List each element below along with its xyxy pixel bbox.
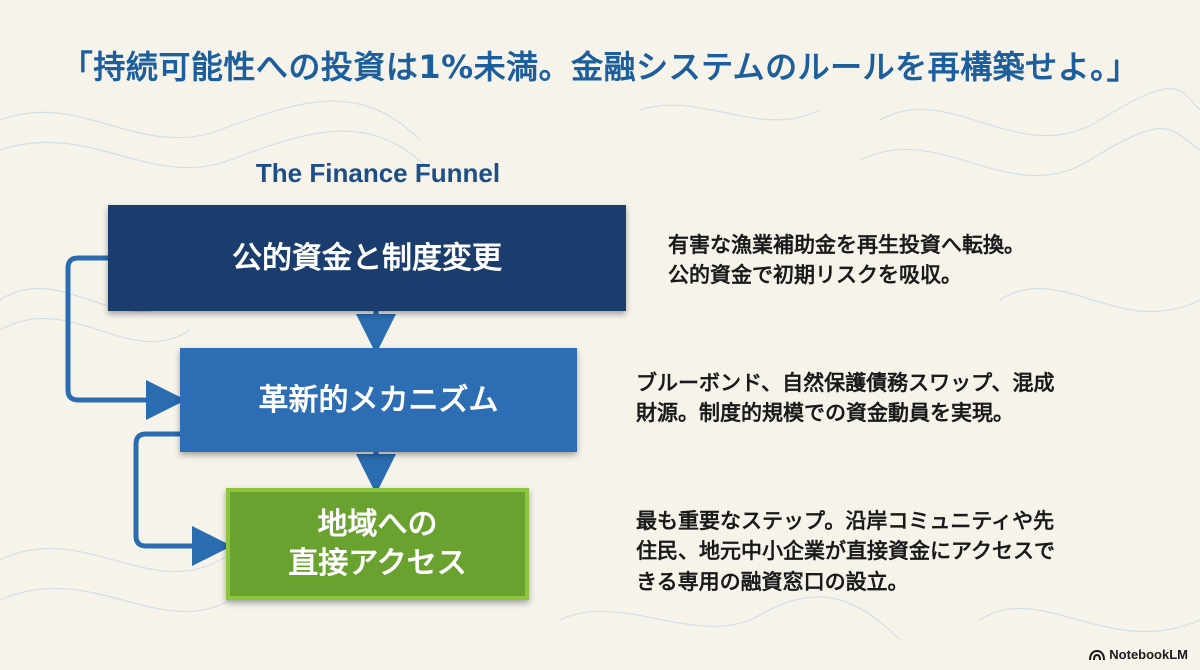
stage-direct-local-access-label-line2: 直接アクセス <box>288 546 467 581</box>
stage-direct-local-access-label-line1: 地域への <box>317 507 438 542</box>
funnel-title: The Finance Funnel <box>255 158 501 188</box>
notebooklm-logo-icon <box>1089 649 1106 660</box>
stage-public-funding-label: 公的資金と制度変更 <box>232 240 502 276</box>
stage-direct-local-access-description: 最も重要なステップ。沿岸コミュニティや先 住民、地元中小企業が直接資金にアクセス… <box>636 509 1055 594</box>
stage-public-funding: 公的資金と制度変更 <box>108 205 626 311</box>
stage-innovative-mechanisms-label: 革新的メカニズム <box>258 382 499 418</box>
brand-name: NotebookLM <box>1109 647 1188 662</box>
stage-innovative-mechanisms-description: ブルーボンド、自然保護債務スワップ、混成 財源。制度的規模での資金動員を実現。 <box>636 371 1055 426</box>
stage-public-funding-description: 有害な漁業補助金を再生投資へ転換。 公的資金で初期リスクを吸収。 <box>668 233 1025 288</box>
stage-innovative-mechanisms: 革新的メカニズム <box>180 348 577 452</box>
stage-direct-local-access: 地域への 直接アクセス <box>226 488 529 600</box>
brand-watermark: NotebookLM <box>1089 647 1188 662</box>
headline: 「持続可能性への投資は1%未満。金融システムのルールを再構築せよ。」 <box>60 48 1140 86</box>
